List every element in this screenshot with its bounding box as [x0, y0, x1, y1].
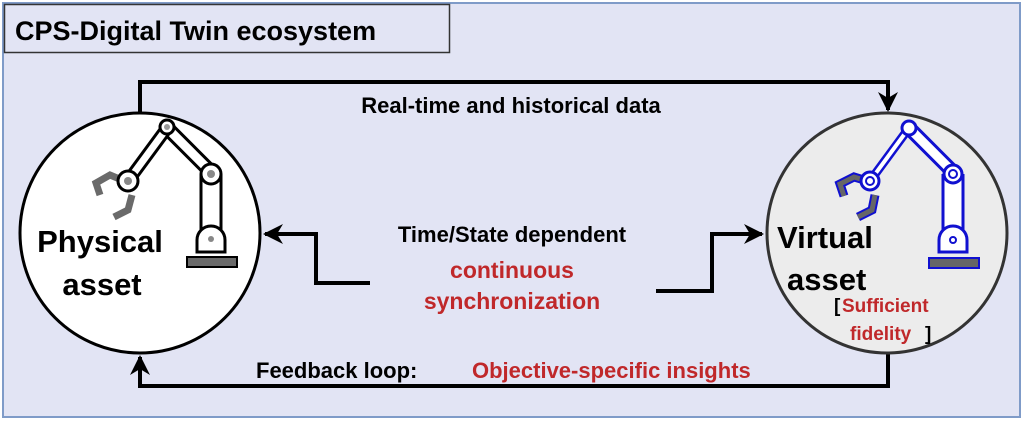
virtual-asset-label: Virtual	[777, 220, 873, 255]
data-flow-label: Real-time and historical data	[361, 93, 661, 118]
diagram-title: CPS-Digital Twin ecosystem	[15, 16, 376, 46]
sync-label: Time/State dependent	[398, 222, 627, 247]
physical-robot-icon	[91, 118, 238, 268]
sync-label-synchronization: synchronization	[424, 288, 600, 314]
physical-asset-label: Physical	[37, 224, 163, 259]
insights-label: Objective-specific insights	[472, 358, 751, 383]
sync-label-continuous: continuous	[450, 257, 574, 283]
fidelity-label-2: fidelity	[850, 324, 912, 345]
data-flow-arrow	[138, 80, 898, 113]
fidelity-label: Sufficient	[842, 296, 929, 317]
virtual-robot-icon	[834, 119, 980, 269]
virtual-asset-label-2: asset	[787, 262, 866, 297]
physical-asset-label-2: asset	[62, 267, 141, 302]
sync-arrow-to-physical	[263, 224, 370, 285]
title-box	[3, 3, 451, 54]
bracket-close: ]	[925, 324, 931, 345]
bracket-open: [	[834, 296, 841, 317]
feedback-loop-label: Feedback loop:	[256, 358, 417, 383]
feedback-arrow	[130, 353, 890, 388]
sync-arrow-to-virtual	[656, 224, 764, 293]
